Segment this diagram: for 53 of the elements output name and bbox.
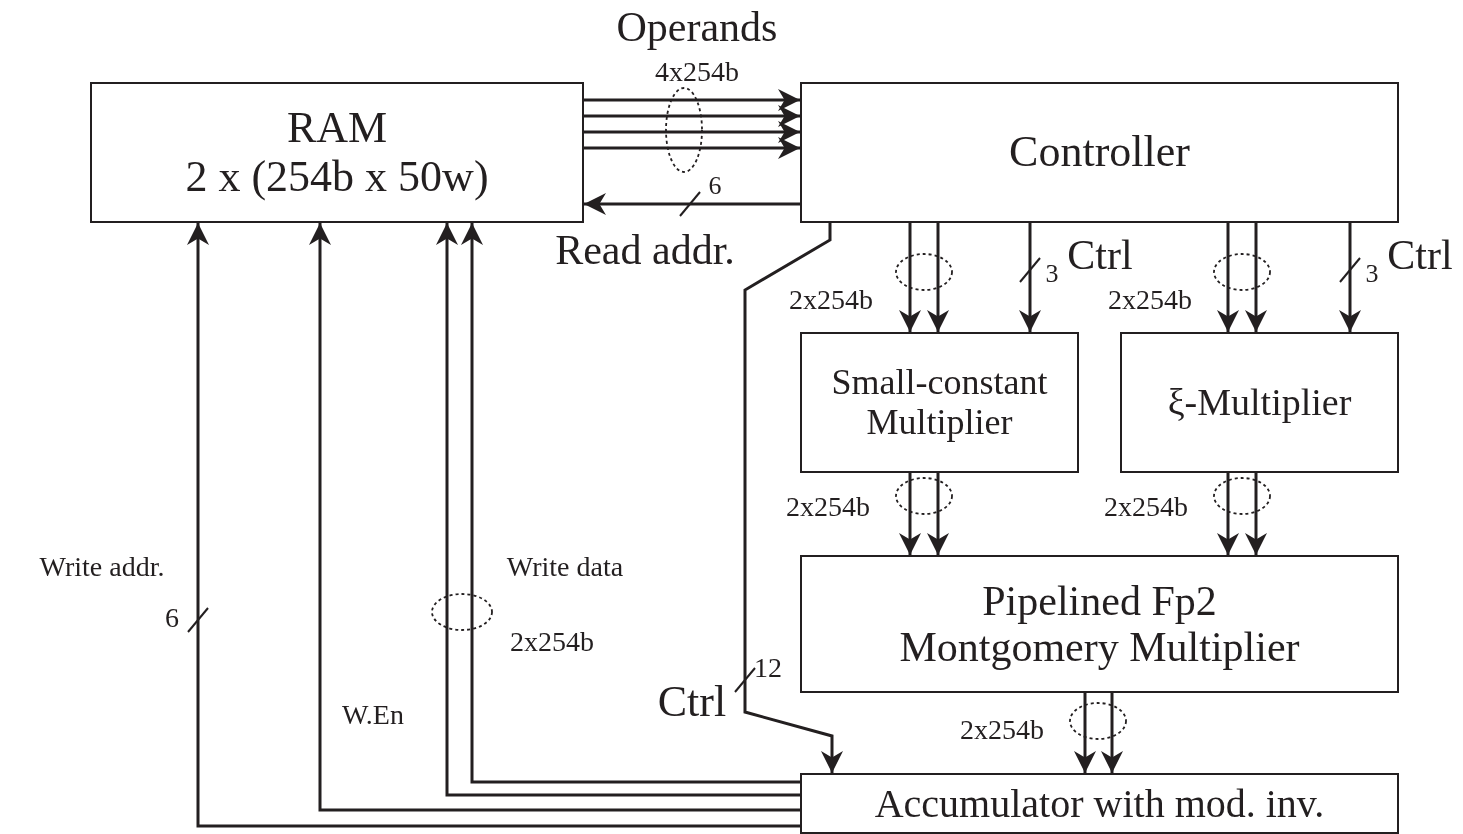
signal-label: Ctrl bbox=[1067, 234, 1133, 276]
block-label: ξ-Multiplier bbox=[1167, 381, 1352, 424]
bus-width-label: 6 bbox=[708, 173, 722, 199]
arrow bbox=[1339, 223, 1361, 332]
block-box bbox=[800, 555, 1399, 693]
bus-width-label: 3 bbox=[1365, 261, 1379, 287]
arrow bbox=[1217, 473, 1239, 555]
bus-width-label: 12 bbox=[754, 654, 782, 682]
arrow bbox=[584, 193, 800, 215]
arrow bbox=[187, 223, 800, 828]
arrow bbox=[899, 223, 921, 332]
block-box bbox=[1120, 332, 1399, 473]
block-label: Small-constant Multiplier bbox=[830, 362, 1049, 443]
arrow bbox=[1074, 693, 1096, 773]
block-label: Controller bbox=[1009, 128, 1190, 177]
signal-label: Ctrl bbox=[1387, 234, 1453, 276]
arrow bbox=[584, 105, 800, 127]
signal-label: Read addr. bbox=[555, 229, 735, 271]
block-label: 2 x (254b x 50w) bbox=[185, 152, 489, 201]
arrow bbox=[584, 137, 800, 159]
block-label: Pipelined Fp2 Montgomery Multiplier bbox=[898, 577, 1301, 671]
block-box bbox=[800, 332, 1079, 473]
bus-width-label: 2x254b bbox=[960, 716, 1044, 744]
arrow bbox=[1245, 473, 1267, 555]
arrow bbox=[1245, 223, 1267, 332]
bus-width-label: 2x254b bbox=[789, 286, 873, 314]
arrow bbox=[743, 223, 843, 773]
block-label: RAM bbox=[286, 104, 388, 153]
arrow bbox=[1217, 223, 1239, 332]
arrow bbox=[899, 473, 921, 555]
bus-width-label: 6 bbox=[165, 604, 179, 632]
arrow bbox=[584, 89, 800, 111]
bus-width-label: 3 bbox=[1045, 261, 1059, 287]
arrow bbox=[927, 223, 949, 332]
signal-label: Ctrl bbox=[657, 680, 727, 724]
arrow bbox=[1101, 693, 1123, 773]
block-box bbox=[90, 82, 584, 223]
bus-label: Operands bbox=[616, 6, 778, 48]
bus-width-label: 2x254b bbox=[1104, 493, 1188, 521]
bus-width-label: 2x254b bbox=[786, 493, 870, 521]
signal-label: Write addr. bbox=[39, 553, 165, 581]
arrow bbox=[309, 223, 800, 812]
bus-width-label: 2x254b bbox=[510, 628, 594, 656]
signal-label: Write data bbox=[506, 553, 624, 581]
block-label: Accumulator with mod. inv. bbox=[874, 781, 1325, 826]
block-box bbox=[800, 82, 1399, 223]
bus-width-label: 4x254b bbox=[655, 58, 739, 86]
arrow bbox=[584, 121, 800, 143]
bus-width-label: 2x254b bbox=[1108, 286, 1192, 314]
block-box bbox=[800, 773, 1399, 834]
arrow bbox=[1019, 223, 1041, 332]
signal-label: W.En bbox=[342, 701, 404, 729]
arrow bbox=[927, 473, 949, 555]
